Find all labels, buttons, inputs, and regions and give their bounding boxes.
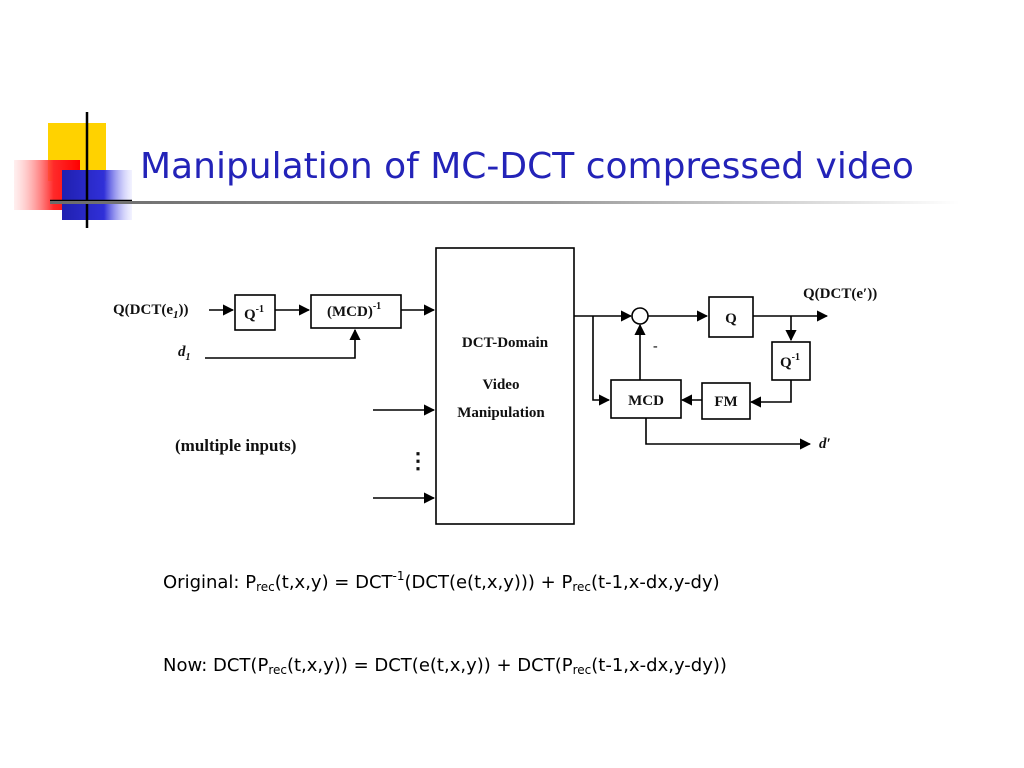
line-main-to-mcd — [592, 316, 611, 406]
d1-label: d1 — [178, 344, 191, 363]
main-block-line1: DCT-Domain — [462, 335, 549, 351]
equation-now: Now: DCT(Prec(t,x,y)) = DCT(e(t,x,y)) + … — [163, 655, 727, 677]
fm-block-label: FM — [714, 394, 737, 410]
input-signal-label: Q(DCT(e1)) — [113, 302, 189, 321]
dct-domain-manipulation-block — [435, 247, 575, 525]
main-block-line3: Manipulation — [457, 405, 545, 421]
arrow-mcd-to-d-output — [645, 418, 812, 450]
output-signal-label: Q(DCT(e′)) — [803, 286, 877, 302]
multiple-inputs-label: (multiple inputs) — [175, 436, 296, 455]
adder-circle — [631, 307, 649, 325]
q-block — [708, 296, 754, 338]
q-inverse-2-label: Q-1 — [780, 352, 800, 371]
continuation-dots: ⋮ — [407, 448, 429, 473]
arrow-qinv2-to-fm — [749, 380, 792, 408]
decorative-corner-squares — [14, 112, 132, 228]
main-block-line2: Video — [483, 377, 520, 393]
output-d-label: d′ — [819, 436, 831, 452]
fm-block — [701, 382, 751, 420]
blue-square — [62, 170, 132, 220]
adder-minus-sign: - — [653, 339, 658, 354]
title-underline — [50, 201, 960, 204]
q-block-label: Q — [725, 311, 737, 327]
q-inverse-block — [234, 294, 276, 331]
q-inverse-label: Q-1 — [244, 304, 264, 323]
arrow-d1-to-mcdinv — [205, 328, 361, 359]
mcd-inverse-label: (MCD)-1 — [327, 301, 381, 320]
mcd-inverse-block — [310, 294, 402, 329]
equation-original: Original: Prec(t,x,y) = DCT-1(DCT(e(t,x,… — [163, 569, 720, 594]
slide-title: Manipulation of MC-DCT compressed video — [140, 146, 914, 187]
mc-dct-block-diagram: Q(DCT(e1)) Q-1 (MCD)-1 d1 (multiple inpu… — [113, 247, 877, 525]
mcd-block-label: MCD — [628, 393, 664, 409]
